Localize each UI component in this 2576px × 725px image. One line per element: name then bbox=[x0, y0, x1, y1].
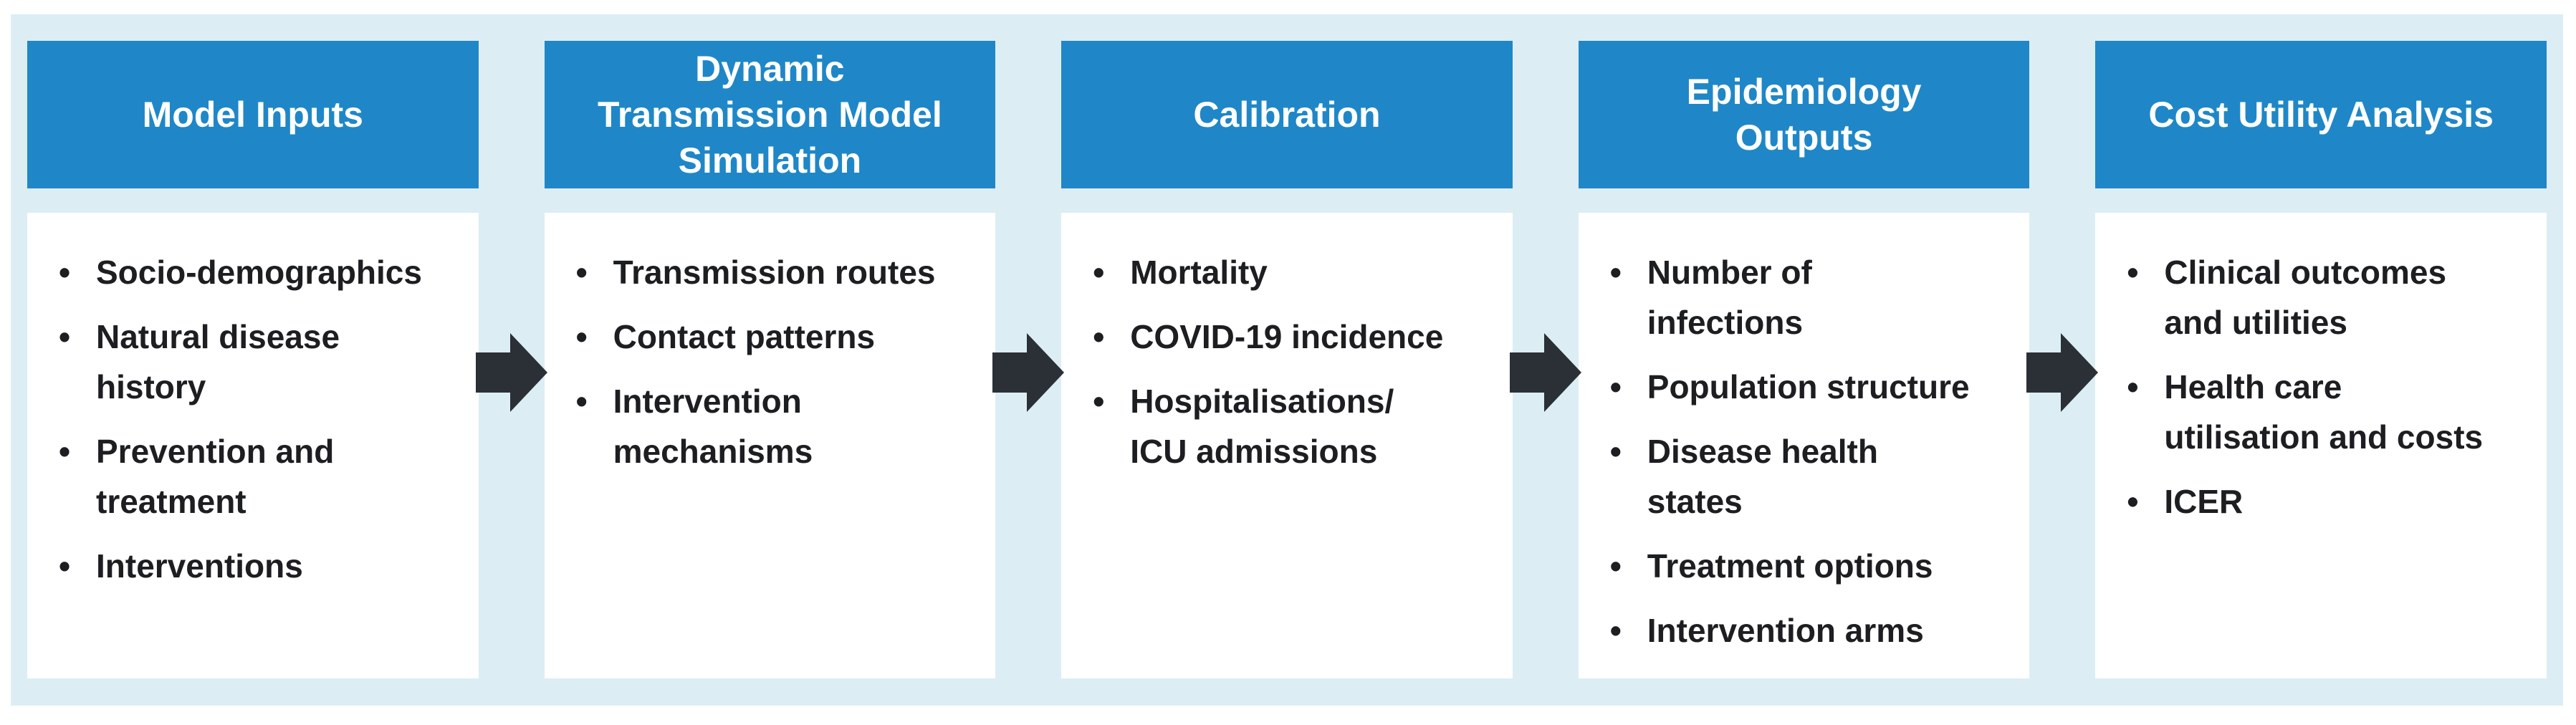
list-item: Population structure bbox=[1606, 362, 2017, 412]
bullet-list: Socio-demographics Natural disease histo… bbox=[54, 247, 466, 591]
column-header: Epidemiology Outputs bbox=[1578, 41, 2030, 188]
arrow-head bbox=[1027, 333, 1065, 412]
column-cost-utility-analysis: Cost Utility Analysis Clinical outcomes … bbox=[2095, 41, 2547, 678]
column-body: Socio-demographics Natural disease histo… bbox=[27, 213, 479, 678]
list-item: Hospitalisations/ ICU admissions bbox=[1088, 376, 1500, 476]
arrow-slot bbox=[992, 41, 1065, 678]
flow-arrow-icon bbox=[1509, 333, 1581, 412]
list-item: Contact patterns bbox=[572, 312, 983, 362]
flow-arrow-icon bbox=[475, 333, 547, 412]
column-body: Transmission routes Contact patterns Int… bbox=[544, 213, 996, 678]
arrow-head bbox=[509, 333, 547, 412]
list-item: Disease health states bbox=[1606, 426, 2017, 527]
arrow-tail bbox=[1509, 352, 1544, 393]
column-epidemiology-outputs: Epidemiology Outputs Number of infection… bbox=[1578, 41, 2030, 678]
bullet-list: Transmission routes Contact patterns Int… bbox=[572, 247, 983, 476]
list-item: ICER bbox=[2122, 476, 2534, 527]
column-header: Calibration bbox=[1061, 41, 1513, 188]
flow-arrow-icon bbox=[992, 333, 1065, 412]
arrow-head bbox=[1543, 333, 1581, 412]
column-header: Model Inputs bbox=[27, 41, 479, 188]
arrow-head bbox=[2061, 333, 2099, 412]
arrow-tail bbox=[2026, 352, 2062, 393]
column-header: Dynamic Transmission Model Simulation bbox=[544, 41, 996, 188]
list-item: Interventions bbox=[54, 541, 466, 591]
list-item: Intervention arms bbox=[1606, 605, 2017, 656]
column-dynamic-transmission-model-simulation: Dynamic Transmission Model Simulation Tr… bbox=[544, 41, 996, 678]
list-item: Prevention and treatment bbox=[54, 426, 466, 527]
column-body: Mortality COVID-19 incidence Hospitalisa… bbox=[1061, 213, 1513, 678]
column-header: Cost Utility Analysis bbox=[2095, 41, 2547, 188]
arrow-slot bbox=[2026, 41, 2099, 678]
bullet-list: Clinical outcomes and utilities Health c… bbox=[2122, 247, 2534, 527]
bullet-list: Number of infections Population structur… bbox=[1606, 247, 2017, 656]
arrow-tail bbox=[992, 352, 1028, 393]
list-item: Transmission routes bbox=[572, 247, 983, 297]
flow-arrow-icon bbox=[2026, 333, 2099, 412]
bullet-list: Mortality COVID-19 incidence Hospitalisa… bbox=[1088, 247, 1500, 476]
arrow-tail bbox=[475, 352, 510, 393]
arrow-slot bbox=[1509, 41, 1581, 678]
column-body: Number of infections Population structur… bbox=[1578, 213, 2030, 678]
list-item: Intervention mechanisms bbox=[572, 376, 983, 476]
list-item: COVID-19 incidence bbox=[1088, 312, 1500, 362]
column-body: Clinical outcomes and utilities Health c… bbox=[2095, 213, 2547, 678]
list-item: Clinical outcomes and utilities bbox=[2122, 247, 2534, 347]
list-item: Treatment options bbox=[1606, 541, 2017, 591]
list-item: Mortality bbox=[1088, 247, 1500, 297]
list-item: Natural disease history bbox=[54, 312, 466, 412]
list-item: Health care utilisation and costs bbox=[2122, 362, 2534, 462]
column-model-inputs: Model Inputs Socio-demographics Natural … bbox=[27, 41, 479, 678]
flow-diagram-panel: Model Inputs Socio-demographics Natural … bbox=[11, 14, 2563, 706]
column-calibration: Calibration Mortality COVID-19 incidence… bbox=[1061, 41, 1513, 678]
list-item: Socio-demographics bbox=[54, 247, 466, 297]
list-item: Number of infections bbox=[1606, 247, 2017, 347]
arrow-slot bbox=[475, 41, 547, 678]
